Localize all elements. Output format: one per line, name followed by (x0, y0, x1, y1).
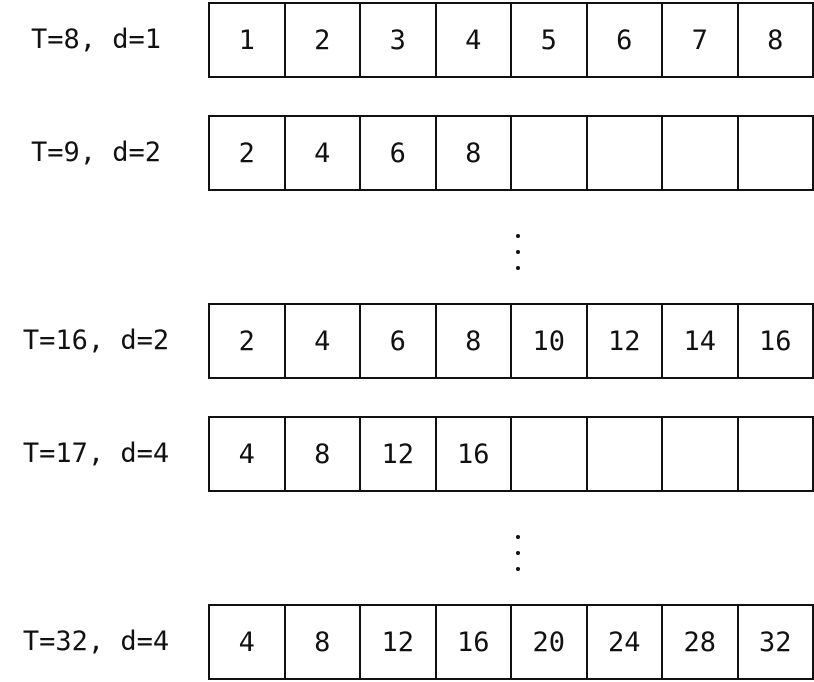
cell (663, 117, 739, 189)
buffer-row: T=8, d=1 1 2 3 4 5 6 7 8 (0, 2, 814, 78)
cell (512, 418, 588, 490)
buffer-row: T=17, d=4 4 8 12 16 (0, 416, 814, 492)
cell: 20 (512, 606, 588, 678)
cell-array: 2 4 6 8 10 12 14 16 (208, 303, 814, 379)
cell: 1 (210, 4, 286, 76)
cell: 12 (588, 305, 663, 377)
cell (739, 418, 814, 490)
cell: 12 (361, 606, 437, 678)
row-label: T=9, d=2 (30, 137, 162, 168)
cell: 8 (437, 305, 512, 377)
cell (512, 117, 588, 189)
cell (588, 418, 663, 490)
cell: 4 (437, 4, 512, 76)
cell-array: 4 8 12 16 20 24 28 32 (208, 604, 814, 680)
cell-array: 2 4 6 8 (208, 115, 814, 191)
cell: 3 (361, 4, 437, 76)
cell: 8 (437, 117, 512, 189)
cell (588, 117, 663, 189)
cell: 8 (739, 4, 814, 76)
cell: 24 (588, 606, 663, 678)
cell: 7 (663, 4, 739, 76)
row-label: T=32, d=4 (22, 626, 170, 657)
cell: 8 (286, 418, 361, 490)
cell: 16 (437, 606, 512, 678)
buffer-row: T=32, d=4 4 8 12 16 20 24 28 32 (0, 604, 814, 680)
cell: 16 (739, 305, 814, 377)
cell: 2 (210, 117, 286, 189)
buffer-row: T=9, d=2 2 4 6 8 (0, 115, 814, 191)
cell: 28 (663, 606, 739, 678)
cell: 10 (512, 305, 588, 377)
vertical-ellipsis (508, 228, 528, 276)
cell: 14 (663, 305, 739, 377)
cell: 6 (361, 117, 437, 189)
cell: 4 (210, 418, 286, 490)
cell: 32 (739, 606, 814, 678)
cell-array: 1 2 3 4 5 6 7 8 (208, 2, 814, 78)
cell: 4 (286, 117, 361, 189)
cell (739, 117, 814, 189)
cell: 12 (361, 418, 437, 490)
row-label: T=8, d=1 (30, 24, 162, 55)
row-label: T=17, d=4 (22, 438, 170, 469)
cell (663, 418, 739, 490)
row-label: T=16, d=2 (22, 325, 170, 356)
cell: 4 (286, 305, 361, 377)
cell-array: 4 8 12 16 (208, 416, 814, 492)
buffer-row: T=16, d=2 2 4 6 8 10 12 14 16 (0, 303, 814, 379)
cell: 16 (437, 418, 512, 490)
cell: 2 (286, 4, 361, 76)
cell: 6 (361, 305, 437, 377)
cell: 8 (286, 606, 361, 678)
cell: 2 (210, 305, 286, 377)
cell: 5 (512, 4, 588, 76)
cell: 6 (588, 4, 663, 76)
vertical-ellipsis (508, 529, 528, 577)
cell: 4 (210, 606, 286, 678)
